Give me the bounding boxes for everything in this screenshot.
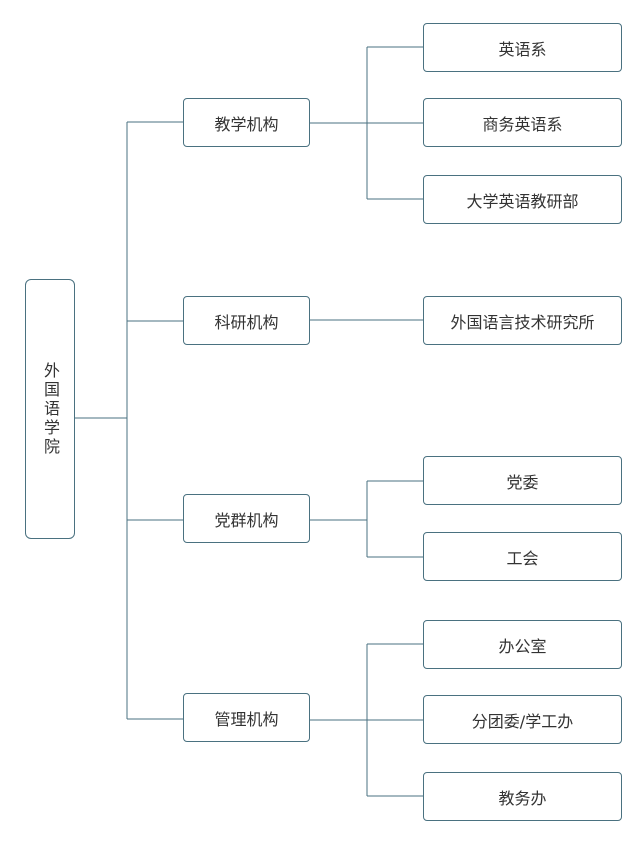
branch-node-label: 教学机构	[214, 114, 279, 134]
root-node: 外国语学院	[25, 279, 75, 539]
leaf-node-labor-union: 工会	[423, 532, 622, 581]
leaf-node-business-english-dept: 商务英语系	[423, 98, 622, 147]
branch-node-party: 党群机构	[183, 494, 310, 543]
root-node-label: 外国语学院	[41, 361, 60, 457]
branch-node-label: 管理机构	[214, 709, 279, 729]
leaf-node-label: 大学英语教研部	[466, 191, 579, 211]
leaf-node-label: 英语系	[498, 39, 547, 59]
leaf-node-label: 工会	[506, 548, 539, 568]
branch-node-teaching: 教学机构	[183, 98, 310, 147]
branch-node-research: 科研机构	[183, 296, 310, 345]
leaf-node-youth-league-office: 分团委/学工办	[423, 695, 622, 744]
leaf-node-party-committee: 党委	[423, 456, 622, 505]
leaf-node-language-tech-institute: 外国语言技术研究所	[423, 296, 622, 345]
branch-node-label: 科研机构	[214, 312, 279, 332]
leaf-node-label: 分团委/学工办	[471, 711, 574, 731]
leaf-node-college-english-section: 大学英语教研部	[423, 175, 622, 224]
branch-node-label: 党群机构	[214, 510, 279, 530]
leaf-node-label: 商务英语系	[482, 114, 563, 134]
leaf-node-label: 办公室	[498, 636, 547, 656]
leaf-node-english-dept: 英语系	[423, 23, 622, 72]
leaf-node-label: 党委	[506, 472, 539, 492]
leaf-node-label: 外国语言技术研究所	[450, 312, 595, 332]
branch-node-management: 管理机构	[183, 693, 310, 742]
leaf-node-academic-affairs-office: 教务办	[423, 772, 622, 821]
leaf-node-general-office: 办公室	[423, 620, 622, 669]
leaf-node-label: 教务办	[498, 788, 547, 808]
